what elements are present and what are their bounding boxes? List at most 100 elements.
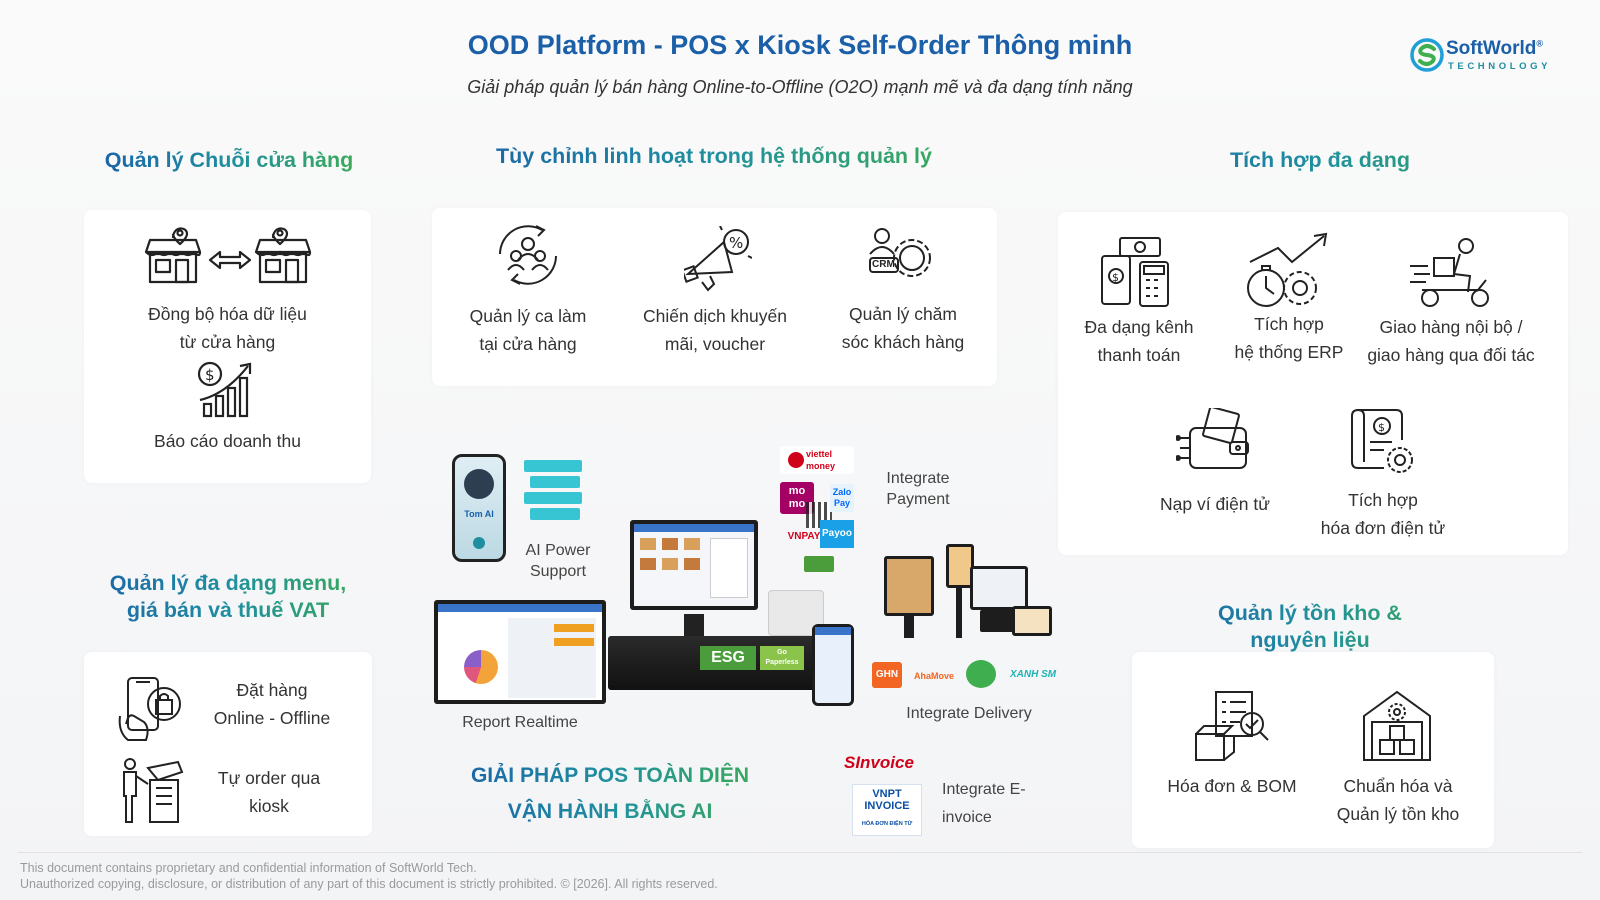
erp-label-2: hệ thống ERP bbox=[1234, 342, 1344, 362]
inventory-heading-line-1: Quản lý tồn kho & bbox=[1218, 601, 1402, 625]
integrate-payment-label-2: Payment bbox=[886, 491, 950, 508]
footer-line-1: This document contains proprietary and c… bbox=[20, 861, 477, 875]
chain-heading: Quản lý Chuỗi cửa hàng bbox=[86, 148, 372, 173]
integrate-payment-label-1: Integrate bbox=[886, 470, 950, 487]
payment-channels-icon: $ bbox=[1100, 236, 1178, 310]
sinvoice-logo: SInvoice bbox=[844, 753, 914, 772]
vnpay-logo: VNPAY bbox=[787, 531, 821, 542]
kiosk-stand bbox=[884, 556, 942, 638]
payoo-logo: Payoo bbox=[820, 520, 854, 548]
inventory-heading-line-2: nguyên liệu bbox=[1250, 628, 1370, 652]
online-order-icon bbox=[116, 676, 188, 742]
revenue-label: Báo cáo doanh thu bbox=[154, 431, 301, 451]
pos-screen-2 bbox=[970, 566, 1028, 610]
vnpt-line-2: INVOICE bbox=[864, 800, 910, 812]
megaphone-voucher-icon: % bbox=[684, 226, 752, 292]
integrate-delivery-label: Integrate Delivery bbox=[906, 705, 1032, 722]
delivery-label-2: giao hàng qua đối tác bbox=[1367, 345, 1535, 365]
kiosk-pole bbox=[956, 588, 962, 638]
mobile-device bbox=[812, 624, 854, 706]
stock-label-2: Quản lý tồn kho bbox=[1336, 804, 1460, 824]
care-label: Quản lý chăm sóc khách hàng bbox=[820, 300, 986, 356]
mic-dot bbox=[473, 537, 485, 549]
ghn-logo: GHN bbox=[872, 662, 902, 688]
vnpt-invoice-logo: VNPT INVOICE HÓA ĐƠN ĐIỆN TỬ bbox=[852, 784, 922, 836]
report-monitor bbox=[434, 600, 606, 704]
payment-label: Đa dạng kênh thanh toán bbox=[1066, 313, 1212, 369]
svg-text:$: $ bbox=[205, 366, 215, 384]
erp-label-1: Tích hợp bbox=[1254, 314, 1324, 334]
store-sync-icon bbox=[142, 224, 314, 290]
page-subtitle: Giải pháp quản lý bán hàng Online-to-Off… bbox=[467, 77, 1133, 97]
logo-name: SoftWorld bbox=[1446, 38, 1537, 59]
tom-ai-label: Tom AI bbox=[464, 509, 494, 519]
integrate-einvoice-label: Integrate E-invoice bbox=[942, 776, 1062, 832]
page-title: OOD Platform - POS x Kiosk Self-Order Th… bbox=[467, 30, 1133, 60]
care-label-1: Quản lý chăm bbox=[849, 304, 957, 324]
footer-divider bbox=[18, 852, 1582, 853]
inventory-card bbox=[1132, 652, 1494, 848]
menu-heading-line-2: giá bán và thuế VAT bbox=[126, 598, 330, 622]
inventory-heading: Quản lý tồn kho & nguyên liệu bbox=[1140, 600, 1480, 654]
payment-label-2: thanh toán bbox=[1097, 345, 1181, 365]
warehouse-icon bbox=[1362, 690, 1432, 762]
einvoice-gear-icon: $ bbox=[1350, 406, 1416, 478]
stock-label: Chuẩn hóa và Quản lý tồn kho bbox=[1310, 772, 1486, 828]
vnpt-line-3: HÓA ĐƠN ĐIỆN TỬ bbox=[861, 821, 913, 827]
promo-label-2: mãi, voucher bbox=[664, 334, 766, 354]
wallet-label: Nạp ví điện tử bbox=[1160, 494, 1270, 514]
pos-base-2 bbox=[980, 610, 1020, 632]
svg-text:$: $ bbox=[1378, 421, 1385, 434]
logo-mark: ® bbox=[1536, 38, 1544, 49]
ai-support-label-1: AI Power bbox=[525, 542, 591, 559]
chat-bubbles bbox=[524, 460, 584, 520]
delivery-label: Giao hàng nội bộ / giao hàng qua đối tác bbox=[1356, 313, 1546, 369]
kiosk-label-2: kiosk bbox=[249, 796, 289, 816]
footer-line-2: Unauthorized copying, disclosure, or dis… bbox=[20, 877, 718, 891]
erp-growth-icon bbox=[1244, 232, 1332, 310]
ewallet-icon bbox=[1176, 408, 1252, 478]
esg-badge: ESG bbox=[700, 646, 756, 670]
delivery-label-1: Giao hàng nội bộ / bbox=[1379, 317, 1523, 337]
ahamove-logo: AhaMove bbox=[913, 671, 954, 681]
integration-heading: Tích hợp đa dạng bbox=[1060, 148, 1580, 173]
logo-s-icon bbox=[1410, 38, 1444, 72]
order-label-2: Online - Offline bbox=[213, 708, 331, 728]
vnpt-line-1: VNPT bbox=[872, 788, 902, 800]
softworld-logo: SoftWorld® TECHNOLOGY bbox=[1410, 36, 1570, 76]
footer-notice: This document contains proprietary and c… bbox=[20, 860, 718, 892]
menu-heading: Quản lý đa dạng menu, giá bán và thuế VA… bbox=[70, 570, 386, 624]
pos-stand bbox=[684, 614, 704, 638]
cash-bill-icon bbox=[804, 556, 834, 572]
xanhsm-logo: XANH SM bbox=[1010, 669, 1057, 680]
integrate-einvoice-label-2: invoice bbox=[942, 809, 992, 826]
promo-label: Chiến dịch khuyến mãi, voucher bbox=[620, 302, 810, 358]
shift-team-icon bbox=[492, 224, 564, 286]
solution-line-2: VẬN HÀNH BẰNG AI bbox=[507, 800, 713, 823]
stock-label-1: Chuẩn hóa và bbox=[1343, 776, 1453, 796]
paperless-badge: Go Paperless bbox=[760, 646, 804, 670]
promo-label-1: Chiến dịch khuyến bbox=[643, 306, 787, 326]
shift-label-1: Quản lý ca làm bbox=[469, 306, 587, 326]
zalopay-logo: Zalo Pay bbox=[830, 484, 854, 512]
integrate-einvoice-label-1: Integrate E- bbox=[942, 781, 1026, 798]
ai-support-label-2: Support bbox=[529, 563, 587, 580]
report-pie-chart bbox=[464, 650, 498, 684]
care-label-2: sóc khách hàng bbox=[841, 332, 965, 352]
bom-box-icon bbox=[1194, 690, 1270, 762]
erp-label: Tích hợp hệ thống ERP bbox=[1220, 310, 1358, 366]
payment-label-1: Đa dạng kênh bbox=[1084, 317, 1194, 337]
small-tablet bbox=[1012, 606, 1052, 636]
svg-text:$: $ bbox=[1112, 271, 1119, 284]
report-label: Report Realtime bbox=[462, 714, 578, 731]
crm-gear-icon: CRM bbox=[866, 224, 936, 290]
delivery-scooter-icon bbox=[1408, 236, 1494, 310]
sync-label-1: Đồng bộ hóa dữ liệu bbox=[148, 304, 307, 324]
